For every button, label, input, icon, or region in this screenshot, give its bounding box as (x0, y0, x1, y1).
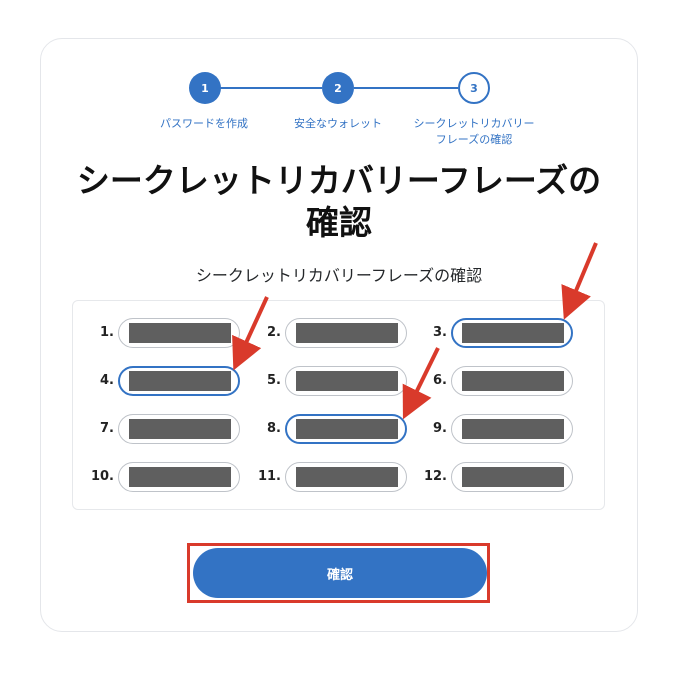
redacted-word-8 (296, 419, 398, 439)
step-2-circle: 2 (322, 72, 354, 104)
page-subtitle: シークレットリカバリーフレーズの確認 (195, 266, 483, 285)
word-7-input[interactable] (118, 414, 240, 444)
word-8-number: 8. (267, 421, 281, 436)
redacted-word-10 (129, 467, 231, 487)
word-1-input[interactable] (118, 318, 240, 348)
word-3-input[interactable] (451, 318, 573, 348)
redacted-word-11 (296, 467, 398, 487)
word-10-input[interactable] (118, 462, 240, 492)
page-title: シークレットリカバリーフレーズの 確認 (40, 160, 638, 244)
stepper-line-2 (354, 87, 458, 89)
confirm-button[interactable]: 確認 (193, 548, 487, 598)
redacted-word-1 (129, 323, 231, 343)
redacted-word-9 (462, 419, 564, 439)
redacted-word-7 (129, 419, 231, 439)
redacted-word-4 (129, 371, 231, 391)
word-5-number: 5. (267, 373, 281, 388)
step-2-number: 2 (334, 81, 342, 95)
stepper-line-1 (220, 87, 322, 89)
word-2-input[interactable] (285, 318, 407, 348)
word-5-input[interactable] (285, 366, 407, 396)
confirm-button-annotation-box (187, 543, 490, 603)
word-7-number: 7. (100, 421, 114, 436)
word-10-number: 10. (90, 469, 114, 484)
page-title-line2: 確認 (306, 203, 372, 242)
word-11-number: 11. (257, 469, 281, 484)
step-1-circle: 1 (189, 72, 221, 104)
word-11-input[interactable] (285, 462, 407, 492)
redacted-word-2 (296, 323, 398, 343)
step-3-label-line2: フレーズの確認 (435, 133, 513, 146)
word-9-number: 9. (433, 421, 447, 436)
word-9-input[interactable] (451, 414, 573, 444)
word-12-number: 12. (423, 469, 447, 484)
word-2-number: 2. (267, 325, 281, 340)
step-2-label: 安全なウォレット (294, 117, 382, 130)
word-6-number: 6. (433, 373, 447, 388)
redacted-word-5 (296, 371, 398, 391)
word-4-input[interactable] (118, 366, 240, 396)
step-3-circle: 3 (458, 72, 490, 104)
step-3-label-line1: シークレットリカバリー (413, 117, 535, 130)
step-3-number: 3 (470, 81, 478, 95)
word-8-input[interactable] (285, 414, 407, 444)
word-12-input[interactable] (451, 462, 573, 492)
word-4-number: 4. (100, 373, 114, 388)
step-1-label: パスワードを作成 (160, 117, 248, 130)
redacted-word-12 (462, 467, 564, 487)
redacted-word-6 (462, 371, 564, 391)
step-3-label: シークレットリカバリー フレーズの確認 (404, 116, 544, 148)
step-1-number: 1 (201, 81, 209, 95)
word-3-number: 3. (433, 325, 447, 340)
word-6-input[interactable] (451, 366, 573, 396)
redacted-word-3 (462, 323, 564, 343)
word-1-number: 1. (100, 325, 114, 340)
page-title-line1: シークレットリカバリーフレーズの (76, 161, 602, 200)
